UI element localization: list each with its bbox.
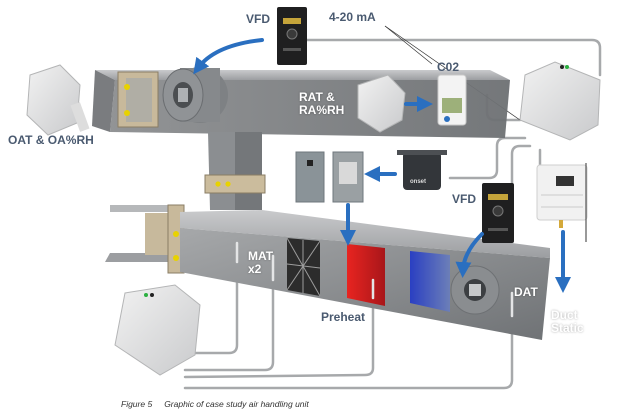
label-duct-line2: Static — [551, 321, 584, 335]
co2-sensor — [437, 74, 467, 126]
label-vfd-right: VFD — [452, 192, 476, 206]
figure-caption: Figure 5 Graphic of case study air handli… — [121, 399, 321, 409]
label-co2: C02 — [437, 60, 460, 74]
damper-actuator-icon — [124, 84, 130, 90]
cable-vfd2 — [510, 144, 532, 187]
mixing-damper — [204, 174, 266, 194]
return-air-duct — [92, 67, 510, 138]
hobo-logger-left — [114, 284, 201, 376]
sensor-cables — [183, 38, 602, 390]
damper-actuator-icon — [173, 231, 179, 237]
damper-actuator-icon — [173, 255, 179, 261]
static-pressure-transmitter — [536, 163, 588, 242]
label-mat-line2: x2 — [248, 262, 262, 276]
cable-dat — [183, 313, 514, 390]
vfd-right-device — [482, 183, 514, 243]
label-rat-line2: RA%RH — [299, 103, 345, 117]
svg-text:onset: onset — [410, 179, 426, 185]
label-duct-line1: Duct — [551, 308, 578, 322]
label-mat-line1: MAT — [248, 249, 274, 263]
cable-preheat — [183, 298, 375, 379]
signal-leader-line-2 — [384, 25, 433, 65]
current-transducer: onset — [397, 150, 447, 190]
figure-number: Figure 5 — [121, 399, 153, 409]
label-signal-4-20ma: 4-20 mA — [329, 10, 376, 24]
hobo-logger-oat — [26, 64, 81, 136]
return-fan — [162, 67, 228, 123]
temperature-probes — [235, 241, 514, 318]
label-oat: OAT & OA%RH — [8, 133, 94, 147]
preheat-coil — [347, 244, 385, 306]
arrow-vfd-to-return-fan — [193, 38, 264, 75]
disconnect-box — [295, 151, 325, 203]
cable-vfd-signal — [298, 38, 602, 77]
supply-fan — [450, 265, 500, 315]
hobo-logger-right — [519, 61, 601, 141]
vfd-top-device — [277, 7, 307, 65]
cable-mat1 — [183, 268, 239, 355]
signal-arrows — [193, 38, 571, 293]
hobo-logger-rat — [357, 74, 406, 133]
figure-caption-text: Graphic of case study air handling unit — [164, 399, 309, 409]
label-preheat: Preheat — [321, 310, 366, 324]
label-dat: DAT — [514, 285, 538, 299]
damper-actuator-icon — [124, 110, 130, 116]
cable-ct — [448, 136, 527, 180]
label-vfd-top: VFD — [246, 12, 270, 26]
cable-mat2 — [183, 278, 275, 372]
arrow-vfd-to-supply-fan — [455, 232, 484, 278]
cooling-coil — [410, 251, 450, 312]
label-rat-line1: RAT & — [299, 90, 335, 104]
